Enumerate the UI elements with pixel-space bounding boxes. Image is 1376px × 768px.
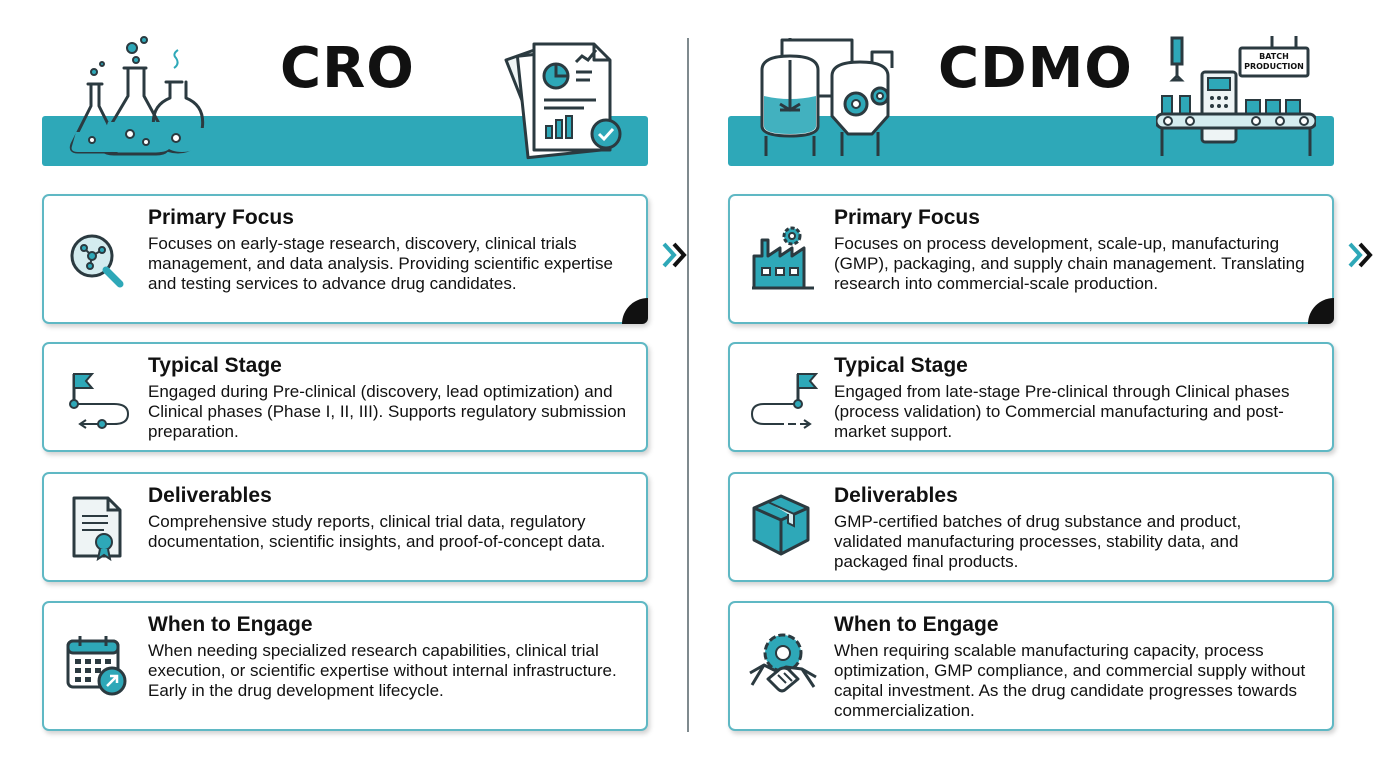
section-heading: When to Engage	[148, 613, 313, 636]
report-documents-icon	[500, 38, 628, 160]
column-divider	[687, 38, 689, 732]
handshake-gear-icon	[748, 629, 818, 706]
cro-deliverables-card: Deliverables Comprehensive study reports…	[42, 472, 648, 582]
flag-path-icon	[748, 368, 819, 437]
section-text: Engaged during Pre-clinical (discovery, …	[148, 382, 627, 441]
cro-when-to-engage-card: When to Engage When needing specialized …	[42, 601, 648, 731]
batch-production-sign: BATCH	[1259, 52, 1289, 61]
section-text: Focuses on early-stage research, discove…	[148, 234, 613, 293]
cdmo-typical-stage-card: Typical Stage Engaged from late-stage Pr…	[728, 342, 1334, 452]
cro-typical-stage-card: Typical Stage Engaged during Pre-clinica…	[42, 342, 648, 452]
cdmo-column: CDMO BATCH PRODUCTION	[726, 0, 1373, 768]
cdmo-primary-focus-card: Primary Focus Focuses on process develop…	[728, 194, 1373, 324]
section-heading: Primary Focus	[834, 206, 980, 229]
corner-tab	[1308, 298, 1334, 324]
section-text: Engaged from late-stage Pre-clinical thr…	[834, 382, 1290, 441]
cdmo-when-to-engage-card: When to Engage When requiring scalable m…	[728, 601, 1334, 731]
section-heading: When to Engage	[834, 613, 999, 636]
section-text: Comprehensive study reports, clinical tr…	[148, 512, 606, 551]
cro-column: CRO Primary F	[40, 0, 687, 768]
section-heading: Deliverables	[148, 484, 272, 507]
certificate-document-icon	[70, 494, 126, 567]
calendar-icon	[64, 633, 130, 704]
cdmo-title: CDMO	[938, 36, 1133, 101]
cdmo-deliverables-card: Deliverables GMP-certified batches of dr…	[728, 472, 1334, 582]
section-text: When needing specialized research capabi…	[148, 641, 617, 700]
section-heading: Primary Focus	[148, 206, 294, 229]
batch-production-line-icon: BATCH PRODUCTION	[1156, 36, 1316, 160]
corner-tab	[622, 298, 648, 324]
factory-gear-icon	[750, 226, 816, 297]
svg-text:PRODUCTION: PRODUCTION	[1244, 62, 1304, 71]
double-chevron-right-icon	[660, 240, 690, 275]
double-chevron-right-icon	[1346, 240, 1376, 275]
cro-title: CRO	[280, 36, 415, 101]
section-text: Focuses on process development, scale-up…	[834, 234, 1305, 293]
bioreactor-tanks-icon	[752, 36, 922, 158]
package-box-icon	[750, 492, 812, 563]
cro-primary-focus-card: Primary Focus Focuses on early-stage res…	[42, 194, 687, 324]
section-heading: Typical Stage	[834, 354, 968, 377]
magnifier-molecule-icon	[62, 226, 132, 301]
lab-flasks-icon	[64, 36, 224, 160]
section-text: GMP-certified batches of drug substance …	[834, 512, 1242, 571]
section-text: When requiring scalable manufacturing ca…	[834, 641, 1306, 720]
section-heading: Typical Stage	[148, 354, 282, 377]
flag-path-icon	[62, 368, 132, 437]
section-heading: Deliverables	[834, 484, 958, 507]
